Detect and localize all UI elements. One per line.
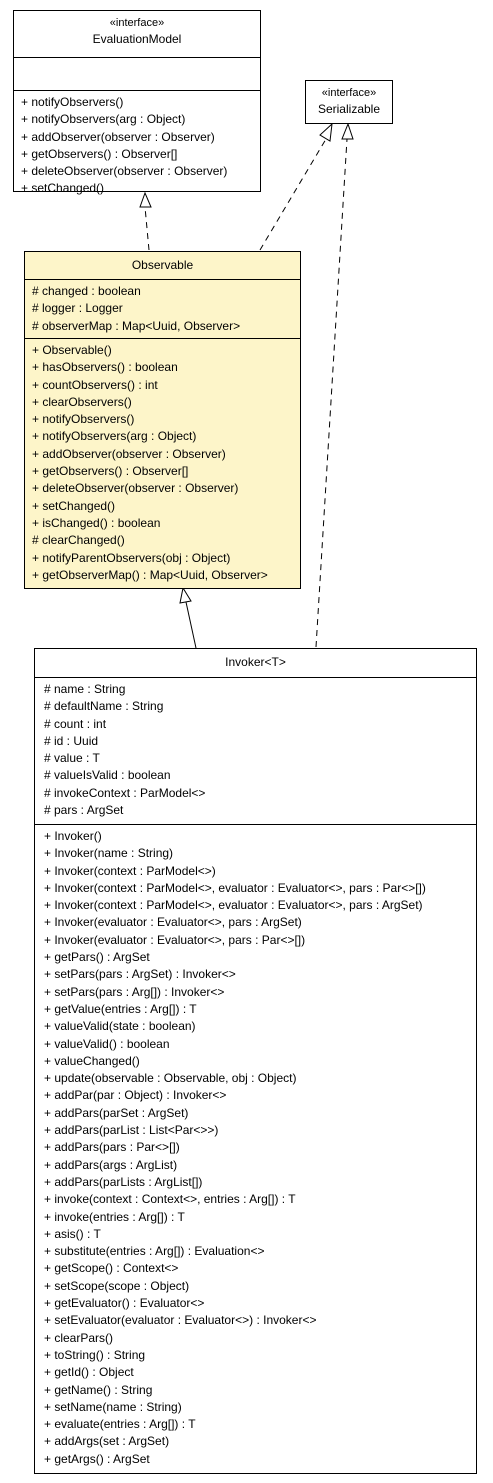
method-row: + evaluate(entries : Arg[]) : T: [44, 1417, 196, 1432]
class-header: Observable: [25, 252, 300, 279]
method-row: + notifyObservers(arg : Object): [21, 112, 186, 127]
attribute-row: # pars : ArgSet: [44, 803, 124, 818]
class-observable: Observable # changed : boolean # logger …: [24, 251, 301, 589]
method-row: + setPars(pars : Arg[]) : Invoker<>: [44, 984, 225, 999]
generalization-invoker-observable: [179, 586, 197, 649]
method-row: + substitute(entries : Arg[]) : Evaluati…: [44, 1244, 265, 1259]
method-row: + setChanged(): [21, 181, 105, 196]
method-row: + clearObservers(): [32, 394, 132, 409]
attribute-row: # value : T: [44, 751, 100, 766]
method-row: + notifyObservers(): [32, 412, 135, 427]
method-row: + getName() : String: [44, 1382, 153, 1397]
class-name: EvaluationModel: [92, 32, 182, 46]
method-row: + invoke(entries : Arg[]) : T: [44, 1209, 185, 1224]
method-row: + valueChanged(): [44, 1053, 140, 1068]
method-row: + Invoker(name : String): [44, 846, 174, 861]
method-row: + Invoker(context : ParModel<>): [44, 863, 216, 878]
class-name: Observable: [131, 258, 194, 272]
class-name: Serializable: [317, 102, 381, 116]
method-row: + getObservers() : Observer[]: [21, 146, 178, 161]
method-row: + addPar(par : Object) : Invoker<>: [44, 1088, 227, 1103]
method-row: + Invoker(evaluator : Evaluator<>, pars …: [44, 915, 302, 930]
attribute-row: # invokeContext : ParModel<>: [44, 785, 206, 800]
method-row: + addPars(args : ArgList): [44, 1157, 178, 1172]
method-row: + addPars(parSet : ArgSet): [44, 1105, 189, 1120]
methods-section: + Observable() + hasObservers() : boolea…: [25, 338, 300, 588]
method-row: + valueValid(state : boolean): [44, 1019, 196, 1034]
method-row: + update(observable : Observable, obj : …: [44, 1071, 297, 1086]
method-row: + asis() : T: [44, 1226, 101, 1241]
realization-observable-serializable: [259, 122, 333, 251]
attribute-row: # changed : boolean: [32, 284, 141, 298]
method-row: + Invoker(context : ParModel<>, evaluato…: [44, 880, 426, 895]
stereotype-label: «interface»: [321, 87, 377, 99]
attribute-row: # logger : Logger: [32, 301, 123, 316]
method-row: + setChanged(): [32, 498, 116, 513]
class-evaluation-model: «interface» EvaluationModel + notifyObse…: [13, 10, 261, 195]
method-row: + getArgs() : ArgSet: [44, 1451, 150, 1466]
methods-section: + Invoker() + Invoker(name : String) + I…: [35, 824, 476, 1473]
method-row: + Invoker(): [44, 829, 102, 843]
method-row: + toString() : String: [44, 1347, 146, 1362]
method-row: + Invoker(evaluator : Evaluator<>, pars …: [44, 932, 306, 947]
class-invoker: Invoker<T> # name : String # defaultName…: [34, 648, 477, 1474]
method-row: + addPars(parList : List<Par<>>): [44, 1123, 219, 1138]
method-row: + getObserverMap() : Map<Uuid, Observer>: [32, 567, 268, 582]
method-row: + Observable(): [32, 343, 112, 357]
method-row: + Invoker(context : ParModel<>, evaluato…: [44, 898, 423, 913]
method-row: + setPars(pars : ArgSet) : Invoker<>: [44, 967, 236, 982]
method-row: + addPars(parLists : ArgList[]): [44, 1174, 203, 1189]
class-serializable: «interface» Serializable: [305, 80, 393, 124]
method-row: + invoke(context : Context<>, entries : …: [44, 1192, 296, 1207]
method-row: + getObservers() : Observer[]: [32, 464, 189, 479]
method-row: + valueValid() : boolean: [44, 1036, 170, 1051]
method-row: + countObservers() : int: [32, 377, 158, 392]
class-header: «interface» Serializable: [306, 81, 392, 117]
attribute-row: # name : String: [44, 682, 126, 696]
attribute-row: # valueIsValid : boolean: [44, 768, 171, 783]
attribute-row: # count : int: [44, 716, 107, 731]
method-row: # clearChanged(): [32, 533, 125, 548]
method-row: + notifyObservers(arg : Object): [32, 429, 197, 444]
method-row: + deleteObserver(observer : Observer): [32, 481, 239, 496]
method-row: + getValue(entries : Arg[]) : T: [44, 1001, 197, 1016]
method-row: + getEvaluator() : Evaluator<>: [44, 1296, 205, 1311]
method-row: + getScope() : Context<>: [44, 1261, 179, 1276]
method-row: + notifyParentObservers(obj : Object): [32, 550, 231, 565]
class-header: Invoker<T>: [35, 649, 476, 677]
method-row: + notifyObservers(): [21, 95, 124, 109]
method-row: + setScope(scope : Object): [44, 1278, 190, 1293]
method-row: + setName(name : String): [44, 1399, 182, 1414]
method-row: + isChanged() : boolean: [32, 515, 161, 530]
method-row: + clearPars(): [44, 1330, 114, 1345]
method-row: + getPars() : ArgSet: [44, 950, 150, 965]
realization-invoker-serializable: [315, 122, 354, 648]
attributes-section: [14, 57, 260, 90]
realization-observable-evaluationmodel: [139, 191, 152, 251]
stereotype-label: «interface»: [109, 17, 165, 29]
attribute-row: # id : Uuid: [44, 733, 99, 748]
method-row: + addPars(pars : Par<>[]): [44, 1140, 180, 1155]
attribute-row: # observerMap : Map<Uuid, Observer>: [32, 318, 241, 333]
method-row: + getId() : Object: [44, 1365, 134, 1380]
attributes-section: # changed : boolean # logger : Logger # …: [25, 279, 300, 338]
method-row: + hasObservers() : boolean: [32, 360, 178, 375]
attributes-section: # name : String # defaultName : String #…: [35, 677, 476, 824]
class-header: «interface» EvaluationModel: [14, 11, 260, 57]
class-name: Invoker<T>: [225, 655, 286, 669]
method-row: + addArgs(set : ArgSet): [44, 1434, 170, 1449]
method-row: + setEvaluator(evaluator : Evaluator<>) …: [44, 1313, 317, 1328]
attribute-row: # defaultName : String: [44, 699, 164, 714]
method-row: + addObserver(observer : Observer): [32, 446, 226, 461]
method-row: + addObserver(observer : Observer): [21, 129, 215, 144]
method-row: + deleteObserver(observer : Observer): [21, 164, 228, 179]
methods-section: + notifyObservers() + notifyObservers(ar…: [14, 90, 260, 195]
